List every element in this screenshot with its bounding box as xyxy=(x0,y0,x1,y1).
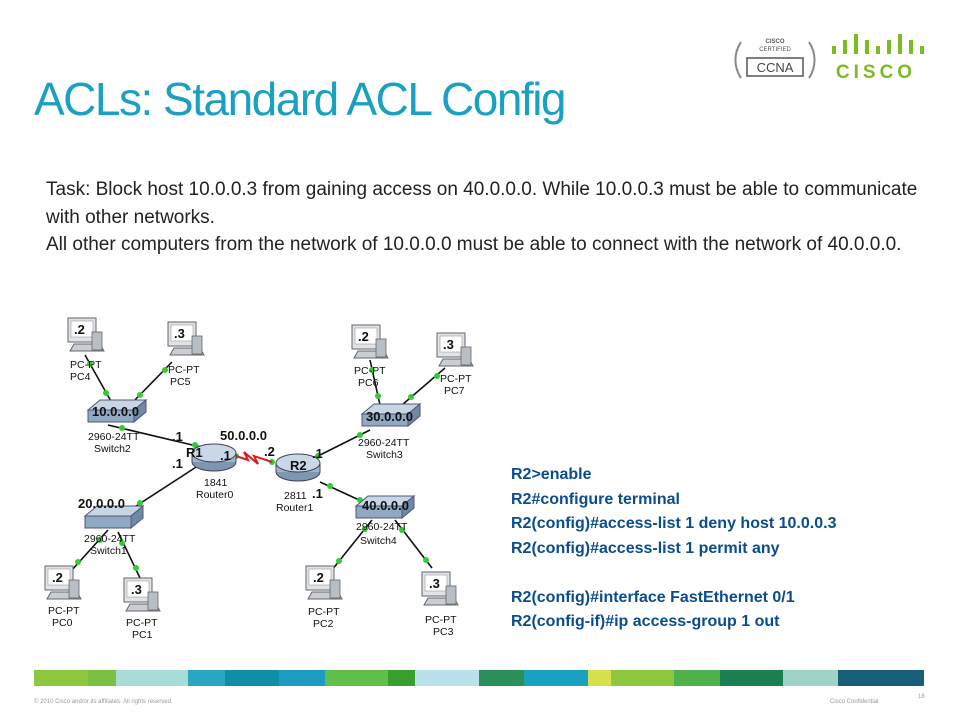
pc3-ip: .3 xyxy=(429,576,440,591)
pc0-type: PC-PT xyxy=(48,605,80,617)
confidential-text: Cisco Confidential xyxy=(830,699,879,705)
pc6-ip: .2 xyxy=(358,329,369,344)
router0-name: Router0 xyxy=(196,489,234,501)
pc0-ip: .2 xyxy=(52,570,63,585)
r2-top-interface: .1 xyxy=(312,446,323,461)
switch2-name: Switch2 xyxy=(94,443,131,455)
r2-bottom-interface: .1 xyxy=(312,486,323,501)
switch4-network: 40.0.0.0 xyxy=(362,498,409,513)
cisco-logo: CISCO xyxy=(826,34,926,84)
router1-label: R2 xyxy=(290,458,307,473)
strip-segment xyxy=(279,670,325,686)
strip-segment xyxy=(324,670,389,686)
strip-segment xyxy=(719,670,784,686)
switch3-name: Switch3 xyxy=(366,449,403,461)
command-line: R2(config)#interface FastEthernet 0/1 xyxy=(511,588,795,606)
router1-name: Router1 xyxy=(276,502,314,514)
pc2-ip: .2 xyxy=(313,570,324,585)
switch1-name: Switch1 xyxy=(90,545,127,557)
pc3-name: PC3 xyxy=(433,626,454,638)
command-line: R2>enable xyxy=(511,466,592,483)
strip-segment xyxy=(88,670,116,686)
pc4-name: PC4 xyxy=(70,371,91,383)
strip-segment xyxy=(479,670,525,686)
strip-segment xyxy=(783,670,838,686)
switch3-model: 2960-24TT xyxy=(358,437,410,449)
task-line-2: All other computers from the network of … xyxy=(46,234,902,255)
pc1-name: PC1 xyxy=(132,629,153,641)
strip-segment xyxy=(674,670,720,686)
command-spacer xyxy=(511,561,836,586)
command-line: R2#configure terminal xyxy=(511,490,680,508)
slide-title: ACLs: Standard ACL Config xyxy=(34,73,567,125)
strip-segment xyxy=(610,670,675,686)
ccna-badge: CISCO CERTIFIED CCNA xyxy=(733,36,817,84)
pc7-type: PC-PT xyxy=(440,373,472,385)
switch2-network: 10.0.0.0 xyxy=(92,404,139,419)
strip-segment xyxy=(524,670,588,686)
pc5-name: PC5 xyxy=(170,376,191,388)
badge-line1: CISCO xyxy=(765,39,785,45)
strip-segment xyxy=(34,670,89,686)
badge-line2: CERTIFIED xyxy=(759,47,791,53)
task-line-1: Task: Block host 10.0.0.3 from gaining a… xyxy=(46,179,918,228)
pc1-type: PC-PT xyxy=(126,617,158,629)
strip-segment xyxy=(388,670,416,686)
pc1-device xyxy=(123,577,161,612)
switch1-model: 2960-24TT xyxy=(84,533,136,545)
cisco-logo-text: CISCO xyxy=(835,62,917,83)
pc6-name: PC6 xyxy=(358,377,379,389)
strip-segment xyxy=(115,670,189,686)
footer-color-strip xyxy=(34,670,925,686)
serial-link xyxy=(235,451,273,465)
pc3-device xyxy=(421,571,459,606)
pc6-type: PC-PT xyxy=(354,365,386,377)
switch3-network: 30.0.0.0 xyxy=(366,409,413,424)
pc5-type: PC-PT xyxy=(168,364,200,376)
page-number: 18 xyxy=(918,694,925,700)
command-line: R2(config)#access-list 1 permit any xyxy=(511,539,780,557)
copyright-text: © 2010 Cisco and/or its affiliates. All … xyxy=(34,699,173,705)
pc7-name: PC7 xyxy=(444,385,465,397)
pc7-ip: .3 xyxy=(443,337,454,352)
pc5-ip: .3 xyxy=(174,326,185,341)
router0-model: 1841 xyxy=(204,477,228,489)
pc2-device xyxy=(305,565,343,600)
switch4-name: Switch4 xyxy=(360,535,397,547)
pc1-ip: .3 xyxy=(131,582,142,597)
strip-segment xyxy=(415,670,480,686)
cisco-bars-icon xyxy=(832,34,924,54)
pc0-device xyxy=(44,565,82,600)
router1-model: 2811 xyxy=(284,490,307,502)
pc3-type: PC-PT xyxy=(425,614,457,626)
command-listing: R2>enable R2#configure terminal R2(confi… xyxy=(511,463,836,635)
r1-top-interface: .1 xyxy=(172,429,183,444)
badge-line3: CCNA xyxy=(756,60,794,75)
switch2-model: 2960-24TT xyxy=(88,431,140,443)
strip-segment xyxy=(224,670,280,686)
pc2-name: PC2 xyxy=(313,618,334,630)
strip-segment xyxy=(588,670,611,686)
pc2-type: PC-PT xyxy=(308,606,340,618)
switch1-network: 20.0.0.0 xyxy=(78,496,125,511)
switch4-model: 2960-24TT xyxy=(356,521,408,533)
r1-bottom-interface: .1 xyxy=(172,456,183,471)
ccna-badge-icon xyxy=(734,41,816,79)
r2-serial-interface: .2 xyxy=(264,444,275,459)
strip-segment xyxy=(837,670,925,686)
command-line: R2(config)#access-list 1 deny host 10.0.… xyxy=(511,515,837,532)
serial-network-label: 50.0.0.0 xyxy=(220,428,267,443)
task-description: Task: Block host 10.0.0.3 from gaining a… xyxy=(46,176,926,259)
pc0-name: PC0 xyxy=(52,617,73,629)
router0-label: R1 xyxy=(186,445,203,460)
pc4-type: PC-PT xyxy=(70,359,102,371)
r1-serial-interface: .1 xyxy=(220,448,231,463)
strip-segment xyxy=(188,670,225,686)
command-line: R2(config-if)#ip access-group 1 out xyxy=(511,613,780,630)
pc4-ip: .2 xyxy=(74,322,85,337)
